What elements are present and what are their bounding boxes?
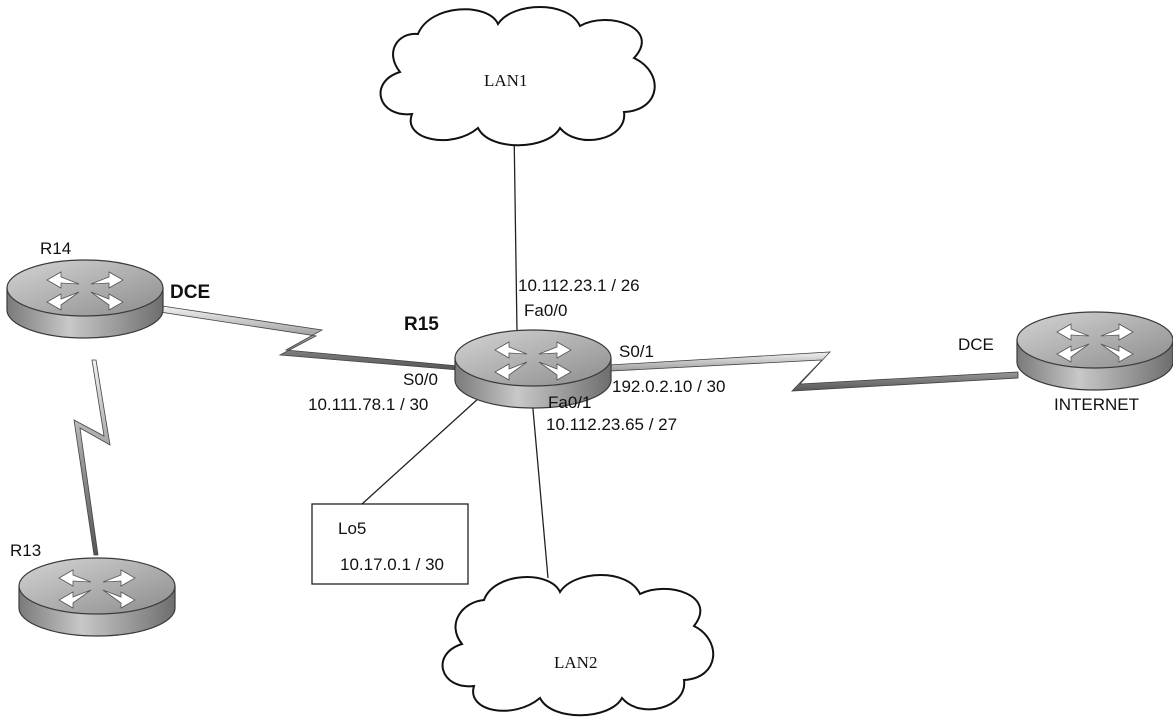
s0-1-ip-label: 192.0.2.10 / 30 <box>612 377 725 396</box>
link-r15-lan2 <box>531 397 549 579</box>
router-internet-icon <box>1016 311 1173 391</box>
fa0-1-interface-label: Fa0/1 <box>548 393 591 412</box>
s0-0-interface-label: S0/0 <box>403 370 438 389</box>
serial-link-r14-r13 <box>73 359 111 556</box>
lan1-label: LAN1 <box>484 71 527 90</box>
router-r13-icon <box>18 557 176 637</box>
router-r14-icon <box>6 259 164 339</box>
link-lan1-r15 <box>513 126 518 333</box>
internet-dce-label: DCE <box>958 335 994 354</box>
loopback-box <box>311 503 469 585</box>
router-r15-label: R15 <box>404 314 439 335</box>
loopback-name: Lo5 <box>338 519 366 538</box>
fa0-0-ip-label: 10.112.23.1 / 26 <box>518 276 640 295</box>
router-r13-label: R13 <box>10 541 41 560</box>
serial-link-r15-internet <box>591 351 1019 392</box>
lan2-cloud <box>441 574 715 717</box>
router-internet-label: INTERNET <box>1054 395 1139 414</box>
lan1-cloud <box>379 6 656 147</box>
s0-1-interface-label: S0/1 <box>619 342 654 361</box>
loopback-ip: 10.17.0.1 / 30 <box>340 555 444 574</box>
fa0-1-ip-label: 10.112.23.65 / 27 <box>546 415 677 434</box>
r14-dce-label: DCE <box>170 282 210 303</box>
s0-0-ip-label: 10.111.78.1 / 30 <box>308 395 428 414</box>
link-r15-lo5 <box>361 387 491 505</box>
fa0-0-interface-label: Fa0/0 <box>524 301 567 320</box>
router-r14-label: R14 <box>40 239 71 258</box>
lan2-label: LAN2 <box>554 653 597 672</box>
